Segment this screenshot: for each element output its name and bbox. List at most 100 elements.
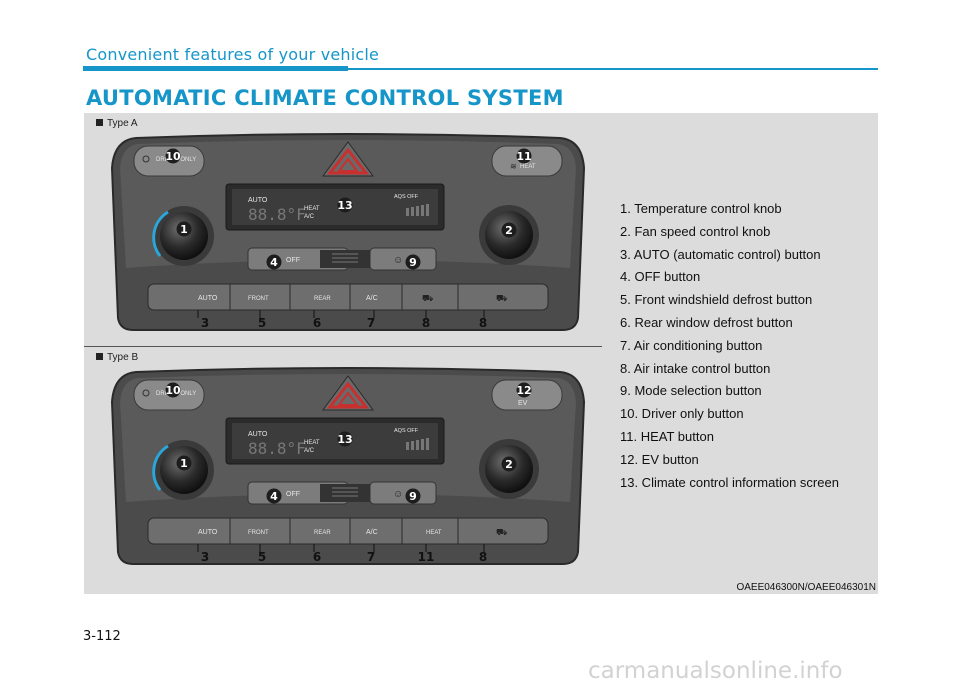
legend-item: 9. Mode selection button bbox=[620, 383, 762, 399]
legend-item: 1. Temperature control knob bbox=[620, 201, 782, 216]
figure-divider bbox=[84, 346, 602, 347]
callouts-type-a bbox=[197, 310, 485, 318]
badge-4-label: 4 bbox=[270, 490, 278, 503]
vent-slats bbox=[332, 487, 358, 497]
heat-label: HEAT bbox=[520, 164, 536, 170]
climate-panel-type-b: DRIVER ONLY 10 12 EV AUTO 88.8°F HEAT A/… bbox=[110, 367, 586, 565]
bullet-square-icon bbox=[96, 353, 103, 360]
ev-label: EV bbox=[518, 400, 528, 407]
parts-legend: 1. Temperature control knob 2. Fan speed… bbox=[620, 201, 839, 497]
legend-item: 3. AUTO (automatic control) button bbox=[620, 246, 821, 262]
callout-3: 3 bbox=[201, 550, 209, 564]
info-screen-lcd bbox=[232, 423, 438, 459]
display-aqs-off: AQS OFF bbox=[394, 428, 419, 434]
display-heat: HEAT bbox=[304, 206, 320, 212]
callout-3: 3 bbox=[201, 316, 209, 330]
info-screen-lcd bbox=[232, 189, 438, 225]
legend-item: 5. Front windshield defrost button bbox=[620, 292, 813, 308]
mode-person-icon: ☺ bbox=[393, 489, 403, 500]
badge-2-label: 2 bbox=[505, 458, 513, 471]
legend-item: 11. HEAT button bbox=[620, 428, 714, 444]
off-label: OFF bbox=[286, 257, 300, 264]
legend-item: 4. OFF button bbox=[620, 269, 701, 285]
ac-button[interactable]: A/C bbox=[366, 529, 378, 536]
type-b-label: Type B bbox=[96, 352, 138, 363]
front-defrost-button[interactable]: FRONT bbox=[248, 296, 269, 302]
display-ac: A/C bbox=[304, 214, 315, 220]
callout-8b: 8 bbox=[479, 316, 487, 330]
legend-item: 6. Rear window defrost button bbox=[620, 314, 793, 330]
badge-9 bbox=[405, 254, 421, 270]
rear-defrost-button[interactable]: REAR bbox=[314, 530, 331, 536]
badge-1 bbox=[176, 221, 192, 237]
temp-knob-blue-arc bbox=[152, 210, 169, 257]
climate-panel-type-a: DRIVER ONLY 10 HEAT 11 ≋ AUTO 88.8°F HEA… bbox=[110, 133, 586, 331]
fan-level-bars bbox=[406, 438, 429, 450]
callout-6: 6 bbox=[313, 550, 321, 564]
hazard-button[interactable] bbox=[322, 141, 374, 177]
badge-1-label: 1 bbox=[180, 223, 188, 236]
badge-11-label: 11 bbox=[516, 150, 531, 163]
header-rule-thick bbox=[83, 66, 348, 71]
hazard-button[interactable] bbox=[322, 375, 374, 411]
callout-5: 5 bbox=[258, 316, 266, 330]
rear-defrost-button[interactable]: REAR bbox=[314, 296, 331, 302]
display-aqs-off: AQS OFF bbox=[394, 194, 419, 200]
display-auto: AUTO bbox=[248, 431, 268, 438]
display-auto: AUTO bbox=[248, 197, 268, 204]
legend-item: 12. EV button bbox=[620, 451, 699, 467]
display-ac: A/C bbox=[304, 448, 315, 454]
badge-9-label: 9 bbox=[409, 256, 417, 269]
badge-9-label: 9 bbox=[409, 490, 417, 503]
badge-4 bbox=[266, 488, 282, 504]
display-heat: HEAT bbox=[304, 440, 320, 446]
watermark: carmanualsonline.info bbox=[588, 658, 843, 684]
badge-12-label: 12 bbox=[516, 384, 531, 397]
auto-button[interactable]: AUTO bbox=[198, 529, 218, 536]
display-temperature: 88.8°F bbox=[248, 439, 306, 458]
badge-11 bbox=[516, 148, 532, 164]
legend-item: 2. Fan speed control knob bbox=[620, 223, 771, 239]
page-heading: AUTOMATIC CLIMATE CONTROL SYSTEM bbox=[86, 86, 564, 110]
section-title: Convenient features of your vehicle bbox=[86, 45, 380, 64]
display-temperature: 88.8°F bbox=[248, 205, 306, 224]
fresh-air-icon[interactable]: ⛟ bbox=[496, 293, 507, 303]
auto-button[interactable]: AUTO bbox=[198, 295, 218, 302]
legend-item: 13. Climate control information screen bbox=[620, 474, 839, 490]
front-defrost-button[interactable]: FRONT bbox=[248, 530, 269, 536]
callout-8: 8 bbox=[479, 550, 487, 564]
bullet-square-icon bbox=[96, 119, 103, 126]
mode-person-icon: ☺ bbox=[393, 255, 403, 266]
legend-item: 7. Air conditioning button bbox=[620, 337, 763, 353]
callout-7: 7 bbox=[367, 550, 375, 564]
ac-button[interactable]: A/C bbox=[366, 295, 378, 302]
image-code: OAEE046300N/OAEE046301N bbox=[736, 582, 876, 593]
badge-13 bbox=[337, 431, 353, 447]
badge-13-label: 13 bbox=[337, 433, 352, 446]
center-vent bbox=[320, 484, 370, 502]
fan-level-bars bbox=[406, 204, 429, 216]
recirculation-icon[interactable]: ⛟ bbox=[422, 293, 433, 303]
badge-2 bbox=[501, 456, 517, 472]
callout-7: 7 bbox=[367, 316, 375, 330]
badge-10-label: 10 bbox=[165, 384, 181, 397]
driver-only-icon bbox=[142, 389, 150, 397]
bottom-button-row bbox=[147, 283, 549, 311]
center-vent bbox=[320, 250, 370, 268]
callout-5: 5 bbox=[258, 550, 266, 564]
heat-button[interactable]: HEAT bbox=[426, 530, 442, 536]
badge-2 bbox=[501, 222, 517, 238]
callouts-type-b bbox=[197, 544, 485, 552]
driver-only-icon bbox=[142, 155, 150, 163]
seat-heat-icon: ≋ bbox=[510, 162, 517, 171]
vent-slats bbox=[332, 253, 358, 263]
badge-13 bbox=[337, 197, 353, 213]
badge-9 bbox=[405, 488, 421, 504]
off-label: OFF bbox=[286, 491, 300, 498]
page-number: 3-112 bbox=[83, 629, 121, 644]
legend-item: 10. Driver only button bbox=[620, 406, 744, 422]
badge-13-label: 13 bbox=[337, 199, 352, 212]
legend-item: 8. Air intake control button bbox=[620, 360, 771, 376]
badge-12 bbox=[516, 382, 532, 398]
air-intake-icon[interactable]: ⛟ bbox=[496, 527, 507, 537]
